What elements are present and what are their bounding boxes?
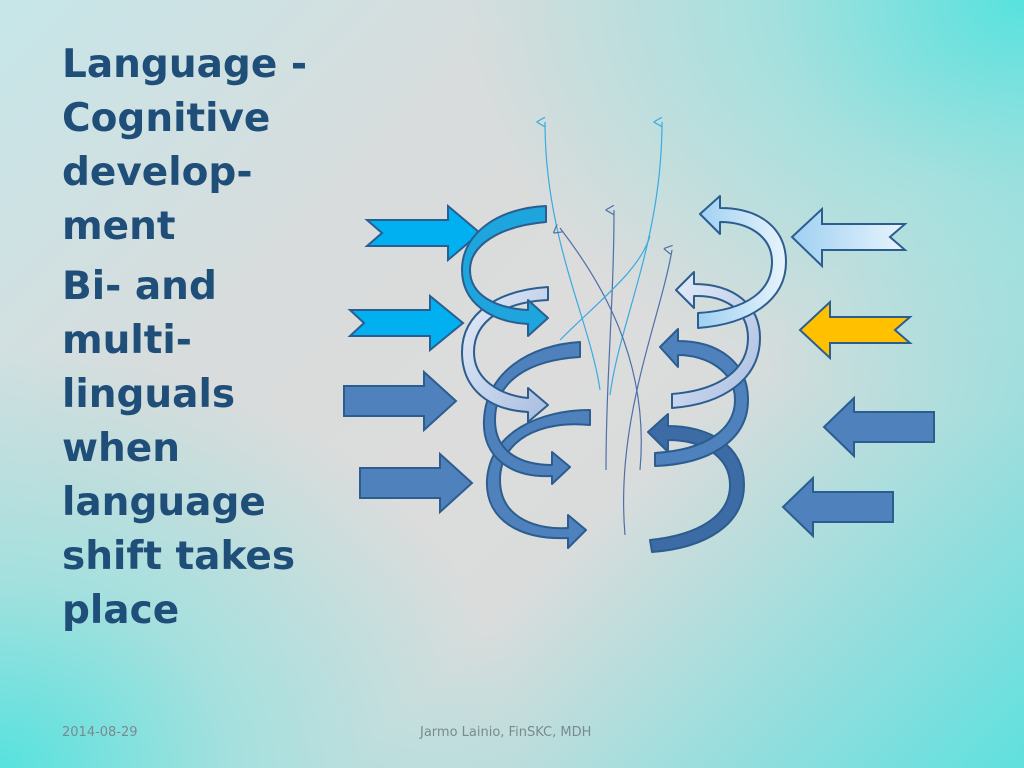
right-spiral [647,195,787,553]
spiral-coil [485,409,591,549]
rising-line [559,235,651,341]
subtitle-line: language [62,480,266,525]
rising-line [609,122,663,396]
blue-arrow-icon [822,395,935,459]
footer-date: 2014-08-29 [62,725,138,740]
blue-arrow-icon [781,475,894,539]
spiral-coil [461,205,549,337]
spiral-coil [697,195,787,329]
subtitle-line: multi- [62,318,192,363]
subtitle-line: Bi- and [62,264,217,309]
slide-title-block: Language - Cognitive develop- ment Bi- a… [62,38,322,638]
spiral-coil [461,286,549,423]
title-line: Cognitive [62,96,271,141]
blue-arrow-icon [343,369,458,433]
subtitle-line: linguals [62,372,236,417]
footer-author: Jarmo Lainio, FinSKC, MDH [420,725,592,740]
left-arrows [343,203,482,515]
rising-line [622,250,672,536]
lightblue-arrow-icon [790,206,908,269]
rising-line [560,228,642,471]
cyan-arrow-icon [347,293,465,353]
subtitle-line: place [62,588,180,633]
spiral-coil [654,328,749,467]
title-line: develop- [62,150,253,195]
gold-arrow-icon [798,299,913,361]
right-arrows [781,206,935,539]
rising-line [605,210,615,471]
cyan-arrow-icon [364,203,482,263]
rising-lines [545,122,672,536]
title-line: Language - [62,42,308,87]
rising-line [545,122,601,391]
left-spiral [461,205,591,549]
blue-arrow-icon [359,451,474,515]
title-line: ment [62,204,176,249]
subtitle-line: when [62,426,181,471]
subtitle-line: shift takes [62,534,296,579]
